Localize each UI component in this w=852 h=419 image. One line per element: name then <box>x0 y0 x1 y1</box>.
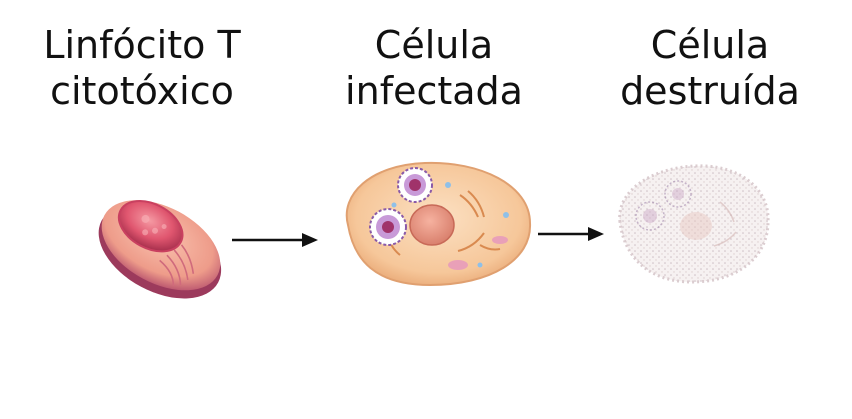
arrow-icon <box>538 227 604 241</box>
label-destroyed-cell: Célula destruída <box>590 22 830 114</box>
label-line: citotóxico <box>50 69 234 113</box>
label-line: infectada <box>345 69 523 113</box>
label-line: destruída <box>620 69 800 113</box>
infected-cell-icon <box>345 161 532 287</box>
destroyed-cell-icon <box>618 164 770 284</box>
label-line: Linfócito T <box>43 23 241 67</box>
arrow-icon <box>232 233 318 247</box>
label-line: Célula <box>650 23 770 67</box>
cytotoxic-t-lymphocyte-icon <box>98 200 222 299</box>
label-cytotoxic-t-lymphocyte: Linfócito T citotóxico <box>12 22 272 114</box>
label-infected-cell: Célula infectada <box>300 22 568 114</box>
label-line: Célula <box>374 23 494 67</box>
